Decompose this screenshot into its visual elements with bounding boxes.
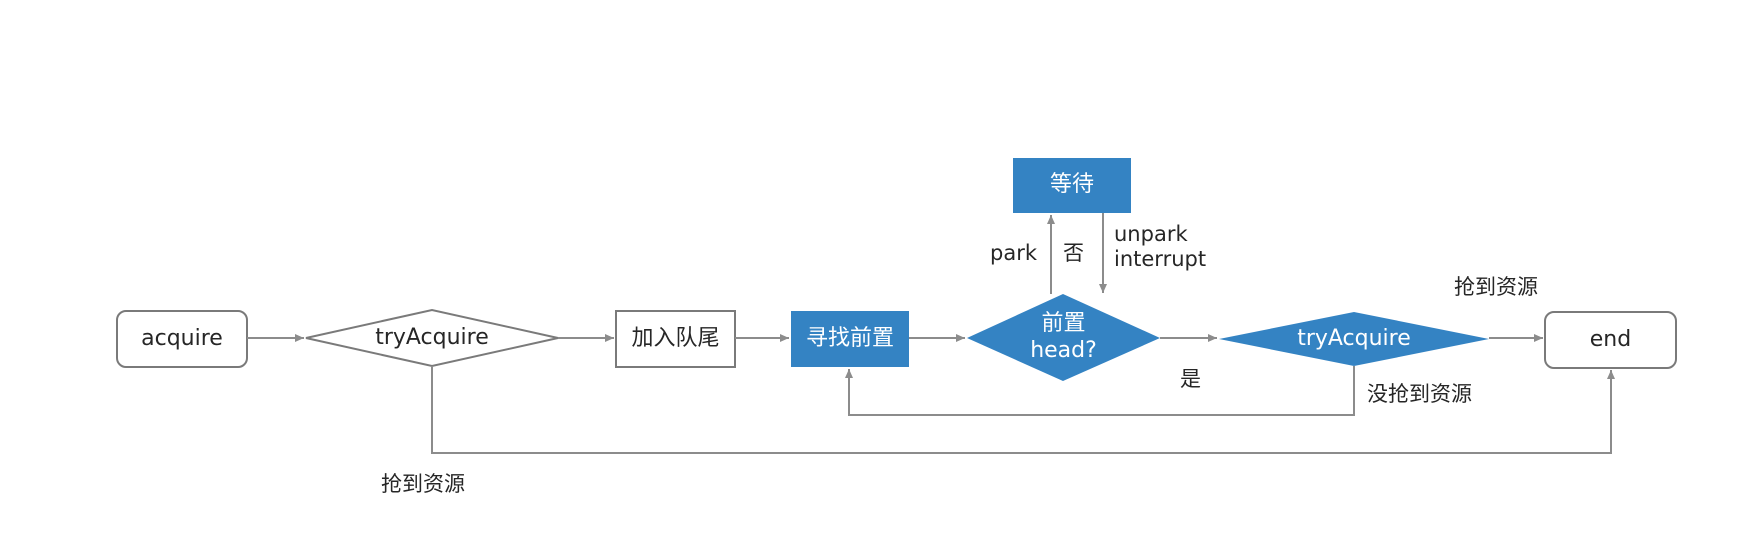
no-label: 否 <box>1063 241 1084 265</box>
wait-node: 等待 <box>1049 172 1094 198</box>
prev-is-head-decision: 前置 head? <box>1030 311 1097 363</box>
prev-is-head-decision-shape <box>967 294 1160 381</box>
park-label: park <box>990 241 1037 265</box>
find-prev-node-shape <box>791 311 909 367</box>
end-node: end <box>1589 326 1632 352</box>
yes-label: 是 <box>1180 367 1201 391</box>
edge-got-resource-bypass <box>431 366 1615 454</box>
not-got-resource-label: 没抢到资源 <box>1367 382 1472 406</box>
edge-not-got-resource-loop <box>845 366 1355 416</box>
wait-node-shape <box>1013 158 1131 213</box>
unpark-interrupt-label: unpark interrupt <box>1114 222 1207 272</box>
acquire-node: acquire <box>141 325 223 351</box>
got-resource-bottom-label: 抢到资源 <box>381 472 465 496</box>
enqueue-node: 加入队尾 <box>631 325 720 351</box>
try-acquire-2-decision: tryAcquire <box>1297 325 1411 351</box>
try-acquire-2-decision-shape <box>1219 312 1489 366</box>
try-acquire-decision: tryAcquire <box>375 324 489 350</box>
enqueue-node-shape <box>615 310 736 368</box>
find-prev-node: 寻找前置 <box>805 325 894 351</box>
end-node-shape <box>1544 311 1677 369</box>
got-resource-top-label: 抢到资源 <box>1454 275 1538 299</box>
